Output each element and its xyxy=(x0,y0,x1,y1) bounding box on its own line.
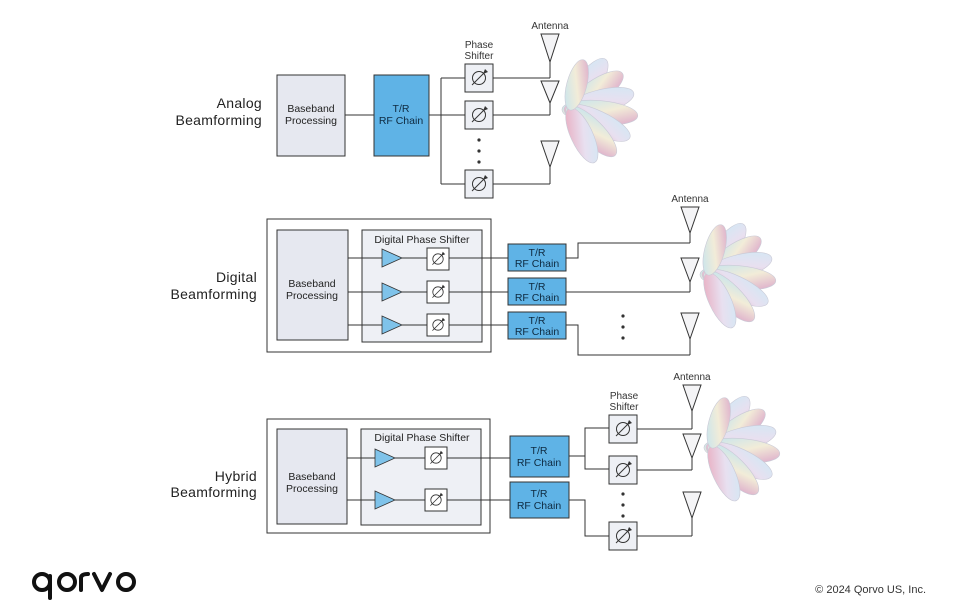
hybrid-section: Hybrid Beamforming Baseband Processing D… xyxy=(170,372,782,551)
analog-title-line2: Beamforming xyxy=(175,112,262,128)
analog-antenna-label: Antenna xyxy=(531,21,569,32)
hybrid-phase-shifter-2 xyxy=(608,455,638,485)
svg-text:T/R: T/R xyxy=(529,315,546,327)
qorvo-logo xyxy=(32,572,136,600)
digital-beam-lobes xyxy=(696,217,778,333)
hybrid-rf-chain-1: T/R RF Chain xyxy=(509,435,570,478)
hybrid-baseband-label-2: Processing xyxy=(286,483,338,495)
hybrid-phase-label-2: Shifter xyxy=(610,402,640,413)
hybrid-phase-shifter-label: Digital Phase Shifter xyxy=(374,432,470,444)
svg-text:T/R: T/R xyxy=(529,247,546,259)
svg-text:RF Chain: RF Chain xyxy=(515,258,560,270)
analog-antenna-3 xyxy=(540,140,560,184)
digital-dots xyxy=(621,314,625,340)
hybrid-phase-shifter-box xyxy=(360,428,482,526)
hybrid-antenna-3 xyxy=(682,491,702,536)
digital-baseband-label-1: Baseband xyxy=(288,278,335,290)
analog-antenna-2 xyxy=(540,80,560,115)
hybrid-phase-label-1: Phase xyxy=(610,391,639,402)
hybrid-rf-chain-2: T/R RF Chain xyxy=(509,481,570,519)
digital-amplifier-3 xyxy=(381,315,403,335)
hybrid-phase-shifter-3 xyxy=(608,521,638,551)
analog-phase-label-2: Shifter xyxy=(465,51,495,62)
digital-phase-shifter-3 xyxy=(426,313,450,337)
hybrid-antenna-label: Antenna xyxy=(673,372,711,383)
analog-antenna-1 xyxy=(540,33,560,78)
digital-antenna-2 xyxy=(680,257,700,292)
analog-section: Analog Beamforming Baseband Processing T… xyxy=(175,21,640,199)
analog-phase-shifter-3 xyxy=(464,169,494,199)
digital-rf-chain-3: T/R RF Chain xyxy=(507,311,567,340)
copyright-notice: © 2024 Qorvo US, Inc. xyxy=(815,584,926,596)
analog-beam-lobes xyxy=(558,52,640,168)
analog-rf-chain-label: RF Chain xyxy=(379,115,424,127)
hybrid-digital-phase-shifter-2 xyxy=(424,488,448,512)
digital-title-line1: Digital xyxy=(216,269,257,285)
svg-text:T/R: T/R xyxy=(531,488,548,500)
digital-baseband-box xyxy=(276,229,349,341)
hybrid-baseband-box xyxy=(276,428,348,525)
digital-title-line2: Beamforming xyxy=(170,286,257,302)
hybrid-title-line2: Beamforming xyxy=(170,484,257,500)
svg-text:T/R: T/R xyxy=(529,281,546,293)
hybrid-antenna-2 xyxy=(682,433,702,470)
digital-rf-chain-2: T/R RF Chain xyxy=(507,277,567,306)
hybrid-dots xyxy=(621,492,625,518)
analog-tr-label: T/R xyxy=(393,103,410,115)
hybrid-antenna-1 xyxy=(682,384,702,429)
analog-title-line1: Analog xyxy=(217,95,262,111)
analog-phase-label-1: Phase xyxy=(465,40,494,51)
analog-dots xyxy=(477,138,481,164)
analog-baseband-box xyxy=(276,74,346,157)
hybrid-amplifier-2 xyxy=(374,490,396,510)
analog-phase-shifter-1 xyxy=(464,63,494,93)
svg-text:RF Chain: RF Chain xyxy=(515,326,560,338)
digital-phase-shifter-1 xyxy=(426,247,450,271)
hybrid-digital-phase-shifter-1 xyxy=(424,446,448,470)
digital-section: Digital Beamforming Baseband Processing … xyxy=(170,194,778,356)
digital-rf-chain-1: T/R RF Chain xyxy=(507,243,567,272)
analog-rf-chain-box xyxy=(373,74,430,157)
digital-antenna-3 xyxy=(680,312,700,355)
hybrid-baseband-label-1: Baseband xyxy=(288,471,335,483)
svg-text:RF Chain: RF Chain xyxy=(517,457,562,469)
digital-phase-shifter-label: Digital Phase Shifter xyxy=(374,234,470,246)
analog-baseband-label-1: Baseband xyxy=(287,103,334,115)
digital-antenna-1 xyxy=(680,206,700,243)
svg-text:RF Chain: RF Chain xyxy=(515,292,560,304)
hybrid-title-line1: Hybrid xyxy=(215,468,257,484)
hybrid-amplifier-1 xyxy=(374,448,396,468)
digital-amplifier-1 xyxy=(381,248,403,268)
svg-text:RF Chain: RF Chain xyxy=(517,500,562,512)
digital-phase-shifter-2 xyxy=(426,280,450,304)
digital-baseband-label-2: Processing xyxy=(286,290,338,302)
hybrid-beam-lobes xyxy=(700,390,782,506)
analog-phase-shifter-2 xyxy=(464,100,494,130)
svg-text:T/R: T/R xyxy=(531,445,548,457)
analog-baseband-label-2: Processing xyxy=(285,115,337,127)
hybrid-phase-shifter-1 xyxy=(608,414,638,444)
digital-amplifier-2 xyxy=(381,282,403,302)
digital-antenna-label: Antenna xyxy=(671,194,709,205)
